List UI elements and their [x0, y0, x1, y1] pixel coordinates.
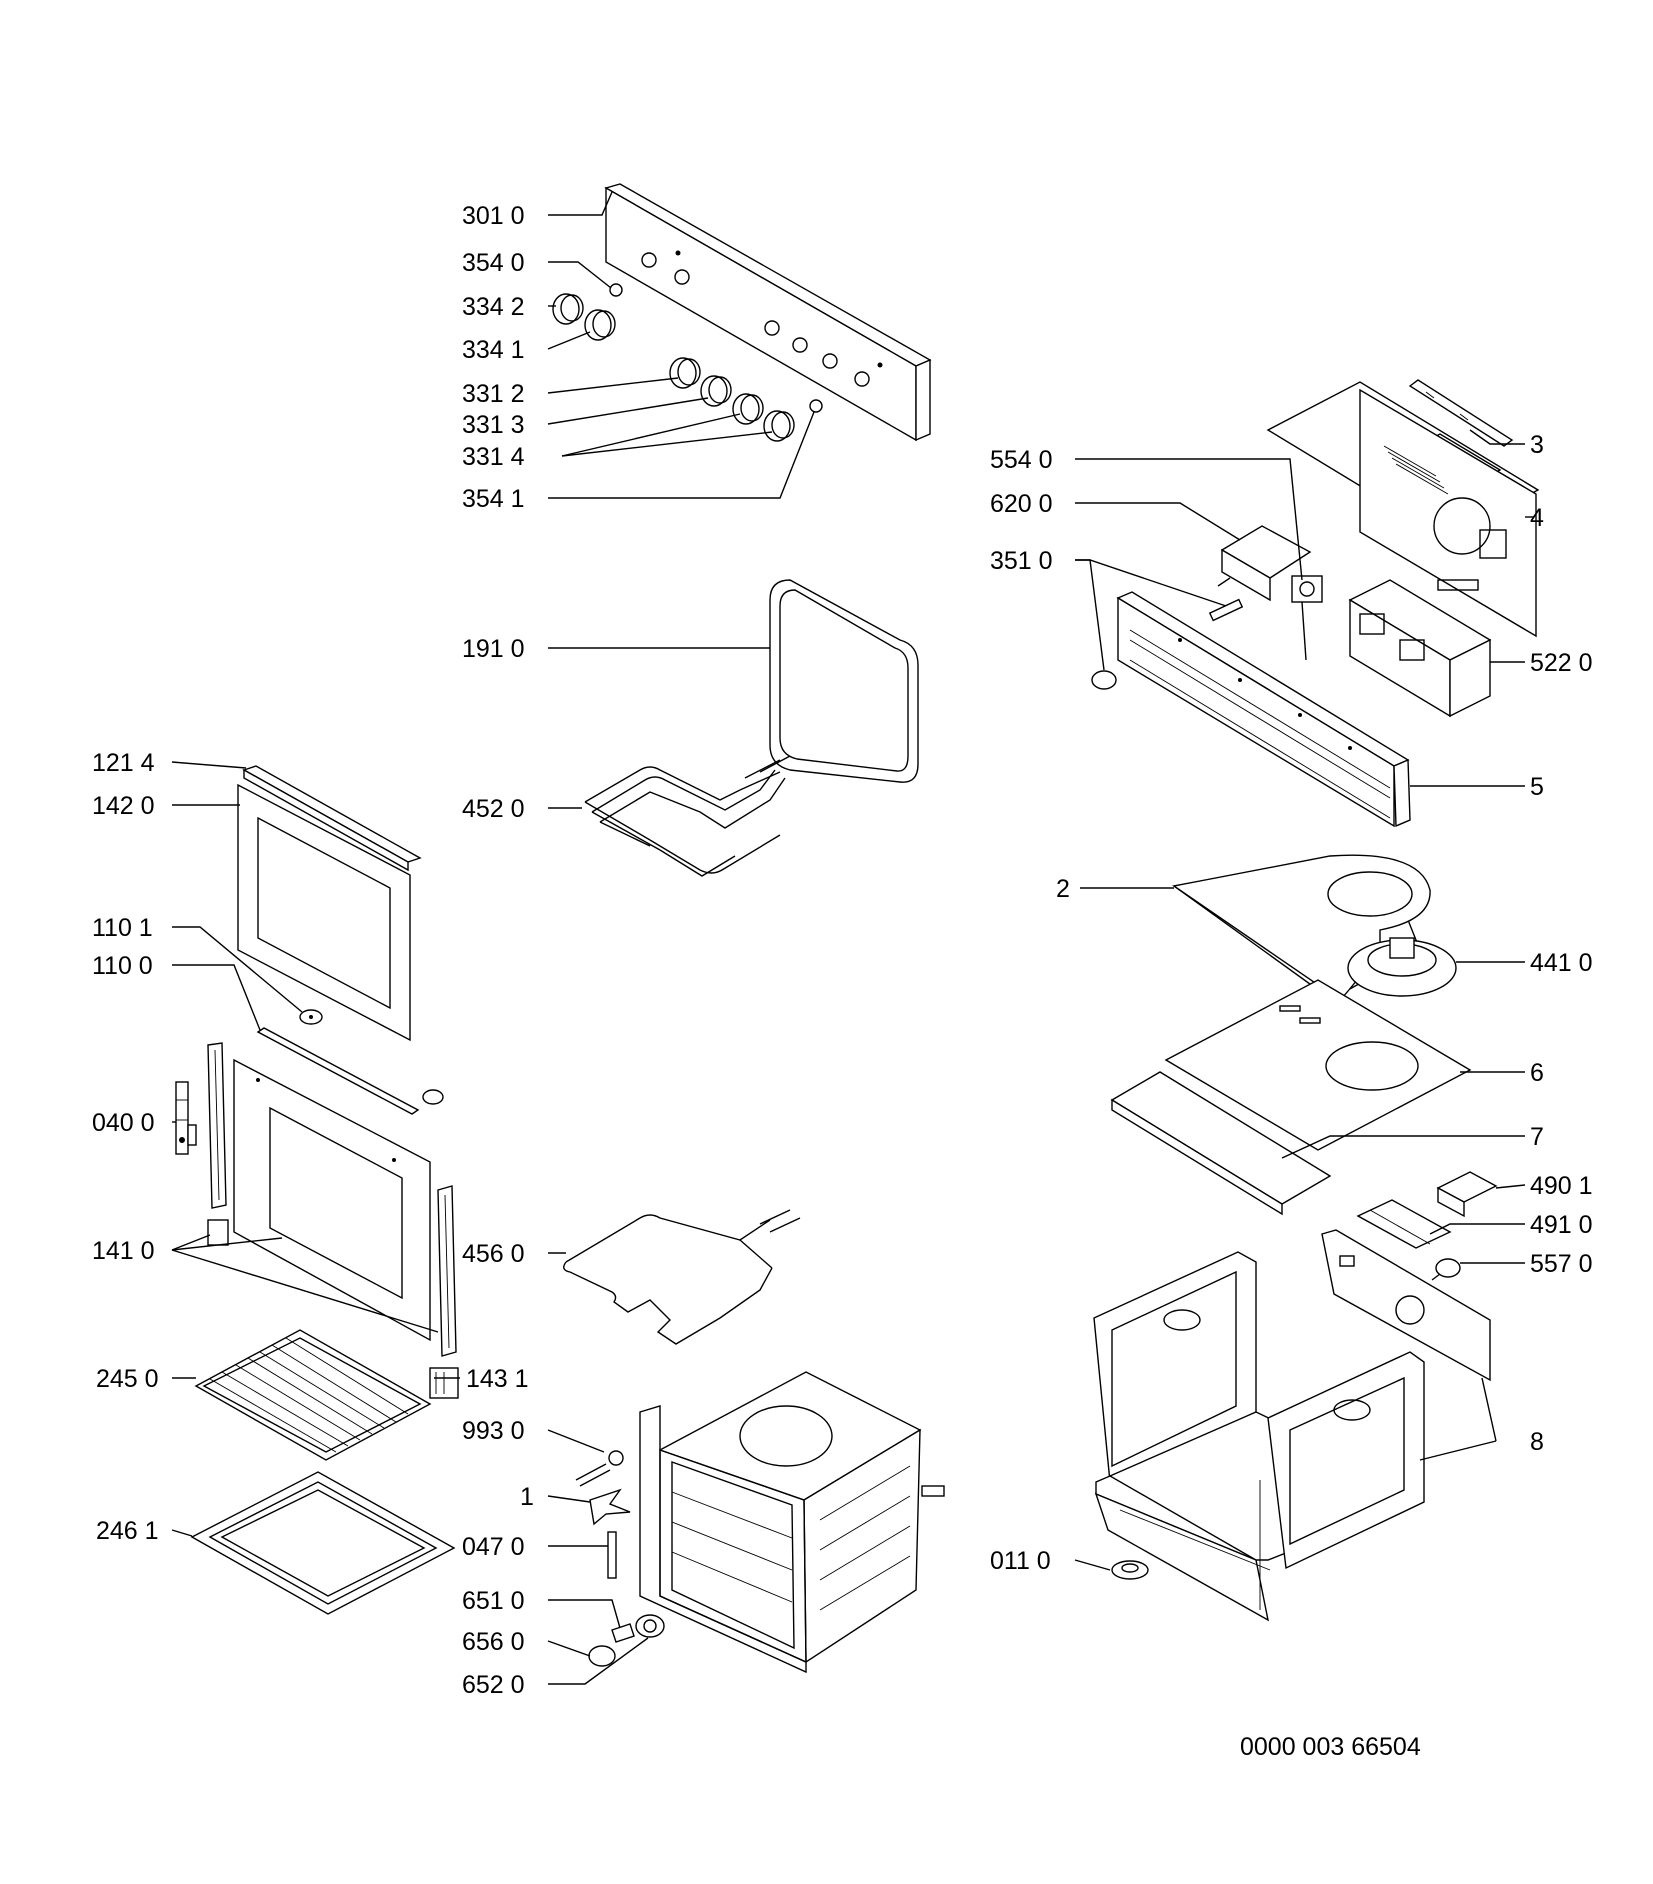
screw-9930	[575, 1450, 624, 1487]
label-6200: 620 0	[990, 490, 1053, 518]
knob-3342	[552, 293, 584, 325]
label-8: 8	[1530, 1428, 1544, 1456]
door-top-trim-1214	[242, 765, 422, 872]
pin-0470	[607, 1531, 617, 1579]
door-bracket-1101	[299, 1009, 323, 1025]
lamp-fittings	[588, 1614, 665, 1667]
label-0400: 040 0	[92, 1109, 155, 1137]
door-side-left-1410	[207, 1042, 229, 1246]
base-plate-6	[1164, 979, 1472, 1151]
label-3541: 354 1	[462, 485, 525, 513]
label-3341: 334 1	[462, 336, 525, 364]
label-1420: 142 0	[92, 792, 155, 820]
label-4901: 490 1	[1530, 1172, 1593, 1200]
label-3510: 351 0	[990, 547, 1053, 575]
label-2450: 245 0	[96, 1365, 159, 1393]
label-3313: 331 3	[462, 411, 525, 439]
leader-lines	[171, 191, 1534, 1685]
label-4560: 456 0	[462, 1240, 525, 1268]
label-1910: 191 0	[462, 635, 525, 663]
label-1100: 110 0	[92, 952, 153, 980]
label-2: 2	[1056, 875, 1070, 903]
lamp-holder-6520	[635, 1614, 665, 1638]
timer-module-5220	[1348, 579, 1492, 718]
label-4520: 452 0	[462, 795, 525, 823]
indicator-3541	[809, 399, 823, 413]
door-clip-1431	[429, 1367, 459, 1399]
knob-3341	[584, 309, 616, 341]
outer-door-glass-1420	[237, 783, 411, 1042]
label-6: 6	[1530, 1059, 1544, 1087]
bottom-element-4560	[563, 1209, 801, 1345]
label-9930: 993 0	[462, 1417, 525, 1445]
label-7: 7	[1530, 1123, 1544, 1151]
door-side-right-1410	[437, 1185, 457, 1357]
pin-3510	[1208, 598, 1244, 622]
fan-blade-1	[589, 1488, 631, 1526]
label-6520: 652 0	[462, 1671, 525, 1699]
drawing-number: 0000 003 66504	[1240, 1733, 1421, 1761]
door-bar-1100	[256, 1027, 420, 1115]
foot-0110	[1111, 1560, 1149, 1580]
knob-3314a	[732, 393, 764, 425]
bracket-3	[1408, 379, 1514, 447]
label-4910: 491 0	[1530, 1211, 1593, 1239]
door-hinge-0400	[175, 1081, 197, 1155]
control-panel	[604, 183, 932, 442]
grill-element-4520	[584, 755, 791, 877]
wire-rack-2450	[194, 1329, 432, 1461]
outer-casing-8	[1093, 1251, 1425, 1622]
label-4: 4	[1530, 504, 1544, 532]
oven-cavity	[639, 1371, 945, 1674]
label-3314: 331 4	[462, 443, 525, 471]
label-5540: 554 0	[990, 446, 1053, 474]
thermostat-6200	[1217, 525, 1312, 602]
fan-motor-4410	[1347, 937, 1457, 997]
knob-3312	[669, 357, 701, 389]
switch-5540	[1291, 575, 1323, 661]
label-0470: 047 0	[462, 1533, 525, 1561]
label-3342: 334 2	[462, 293, 525, 321]
label-1410: 141 0	[92, 1237, 155, 1265]
rear-panel-8	[1321, 1229, 1491, 1382]
knob-3313	[700, 375, 732, 407]
lamp-cover-6560	[588, 1645, 616, 1667]
label-5: 5	[1530, 773, 1544, 801]
indicator-3540	[609, 283, 623, 297]
label-6560: 656 0	[462, 1628, 525, 1656]
terminal-4910	[1356, 1199, 1452, 1249]
label-3312: 331 2	[462, 380, 525, 408]
label-1: 1	[520, 1483, 534, 1511]
label-0110: 011 0	[990, 1547, 1051, 1575]
label-5570: 557 0	[1530, 1250, 1593, 1278]
label-3: 3	[1530, 431, 1544, 459]
bottom-tray-7	[1110, 1071, 1332, 1216]
label-1101: 110 1	[92, 914, 153, 942]
door-seal	[769, 579, 919, 783]
label-1431: 143 1	[466, 1365, 529, 1393]
label-1214: 121 4	[92, 749, 155, 777]
label-3010: 301 0	[462, 202, 525, 230]
label-6510: 651 0	[462, 1587, 525, 1615]
top-cover-4	[1266, 381, 1540, 638]
baking-tray-2461	[190, 1471, 456, 1615]
label-4410: 441 0	[1530, 949, 1593, 977]
sensor-5570	[1431, 1258, 1461, 1281]
label-3540: 354 0	[462, 249, 525, 277]
inner-door-glass-1410	[233, 1058, 431, 1342]
door-bracket-right	[422, 1089, 444, 1105]
label-2461: 246 1	[96, 1517, 159, 1545]
knob-3510	[1091, 670, 1117, 690]
knob-3314b	[763, 410, 795, 442]
front-frame-5	[1116, 591, 1411, 828]
part-labels: 301 0 354 0 334 2 334 1 331 2 331 3 331 …	[92, 202, 1593, 1761]
switch-4901	[1436, 1171, 1498, 1218]
label-5220: 522 0	[1530, 649, 1593, 677]
